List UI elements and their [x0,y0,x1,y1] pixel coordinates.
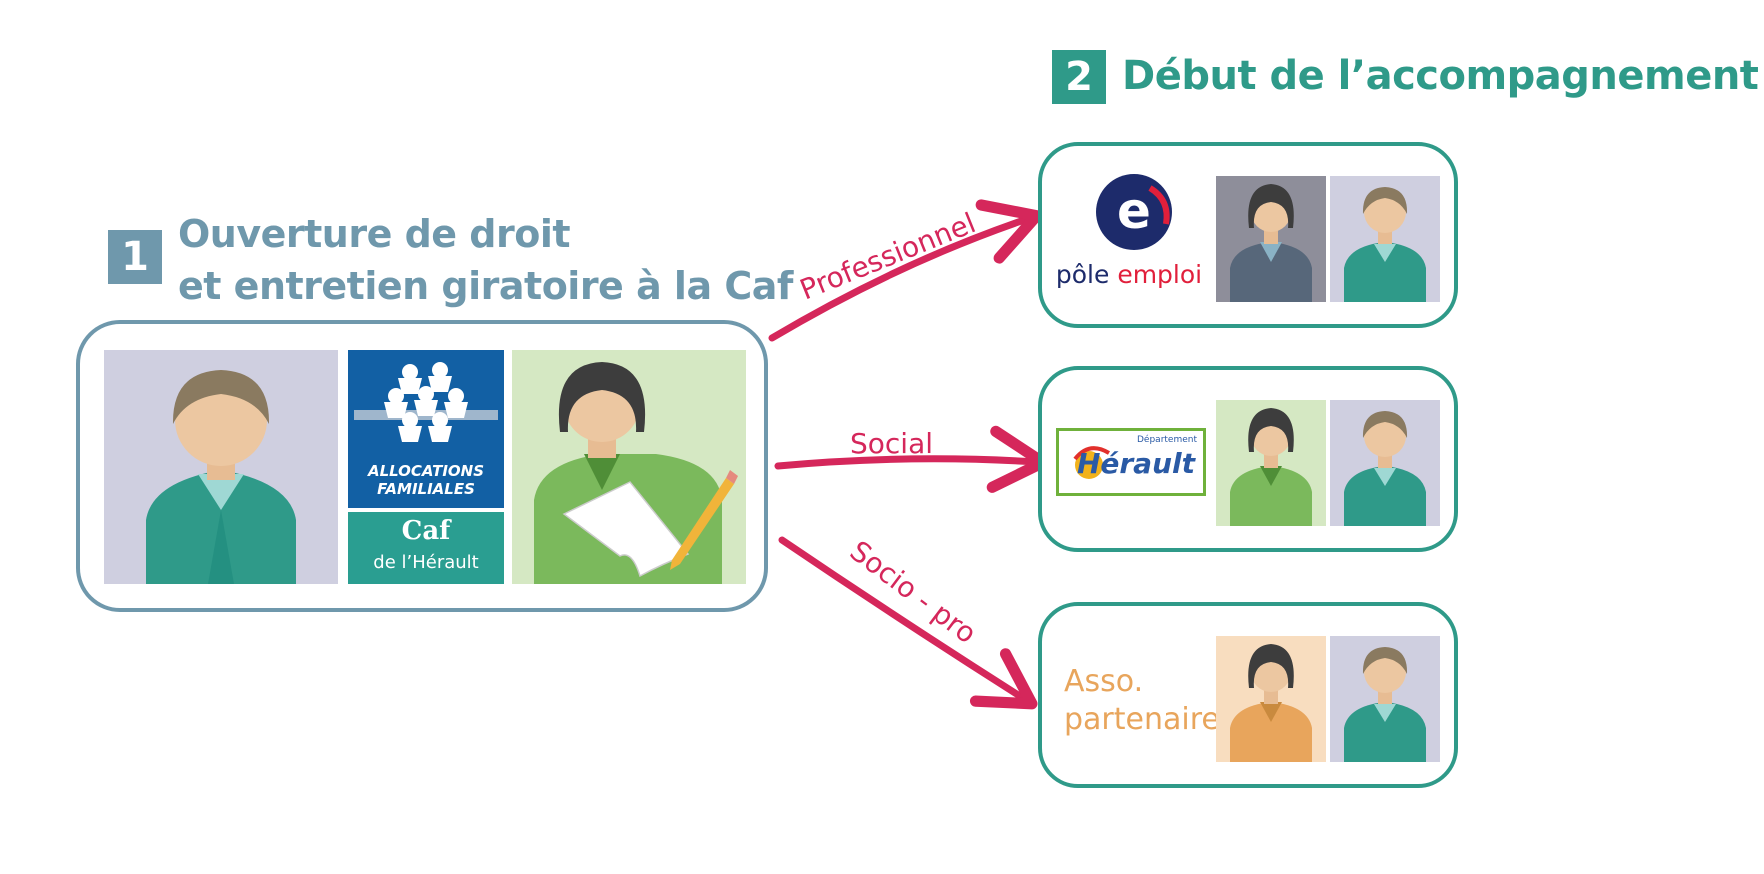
asso-line2: partenaire [1064,702,1220,737]
herault-adviser-icon [1230,408,1312,526]
herault-beneficiary-tile [1330,400,1440,526]
step-2-number: 2 [1052,50,1106,104]
arrow-social [774,425,1049,493]
herault-adviser-tile [1216,400,1326,526]
herault-panel: Département Hérault [1038,366,1458,552]
caf-logo-line1: ALLOCATIONS [367,462,485,480]
pole-emploi-panel: e pôle emploi [1038,142,1458,328]
caf-logo-region: de l’Hérault [373,552,479,573]
families-emblem-icon [354,362,498,442]
pole-emploi-logo: e pôle emploi [1054,172,1204,296]
caf-logo-brand: Caf [401,516,451,546]
step-1-title-line2: et entretien giratoire à la Caf [178,264,793,308]
step-1-title-line1: Ouverture de droit [178,212,571,256]
asso-line1: Asso. [1064,664,1144,699]
step-1-number: 1 [108,230,162,284]
asso-panel: Asso. partenaire [1038,602,1458,788]
arrow-label-social: Social [850,427,933,460]
caf-logo: ALLOCATIONS FAMILIALES Caf de l’Hérault [348,350,504,584]
beneficiary-tile [104,350,338,584]
pole-emploi-beneficiary-tile [1330,176,1440,302]
pole-emploi-word2: emploi [1117,260,1203,289]
step-2-heading: 2 Début de l’accompagnement [1052,50,1759,104]
caf-logo-teal-block: Caf de l’Hérault [348,512,504,584]
asso-beneficiary-tile [1330,636,1440,762]
herault-emblem-icon [1073,446,1111,479]
arrow-label-professional: Professionnel [795,206,980,306]
arrow-socio-pro [778,536,1038,710]
pole-emploi-beneficiary-icon [1344,187,1426,302]
herault-beneficiary-icon [1344,411,1426,526]
herault-name: Hérault [1076,447,1195,480]
asso-adviser-icon [1230,644,1312,762]
pole-emploi-word1: pôle [1055,260,1110,289]
counsellor-tile [512,350,746,584]
step-1-heading: 1 Ouverture de droit et entretien girato… [108,208,793,312]
asso-beneficiary-icon [1344,647,1426,762]
pole-emploi-letter: e [1117,182,1151,240]
asso-adviser-tile [1216,636,1326,762]
caf-logo-line2: FAMILIALES [377,480,475,498]
pole-emploi-emblem-icon: e [1096,174,1172,250]
herault-small: Département [1137,435,1197,445]
herault-logo: Département Hérault [1056,428,1206,496]
arrow-professional [768,199,1043,342]
caf-panel: ALLOCATIONS FAMILIALES Caf de l’Hérault [76,320,768,612]
caf-logo-blue-block: ALLOCATIONS FAMILIALES [348,350,504,508]
step-2-title: Début de l’accompagnement [1122,53,1759,99]
pole-emploi-adviser-tile [1216,176,1326,302]
beneficiary-avatar-icon [146,370,296,584]
pole-emploi-adviser-icon [1230,184,1312,302]
counsellor-avatar-icon [534,362,738,584]
